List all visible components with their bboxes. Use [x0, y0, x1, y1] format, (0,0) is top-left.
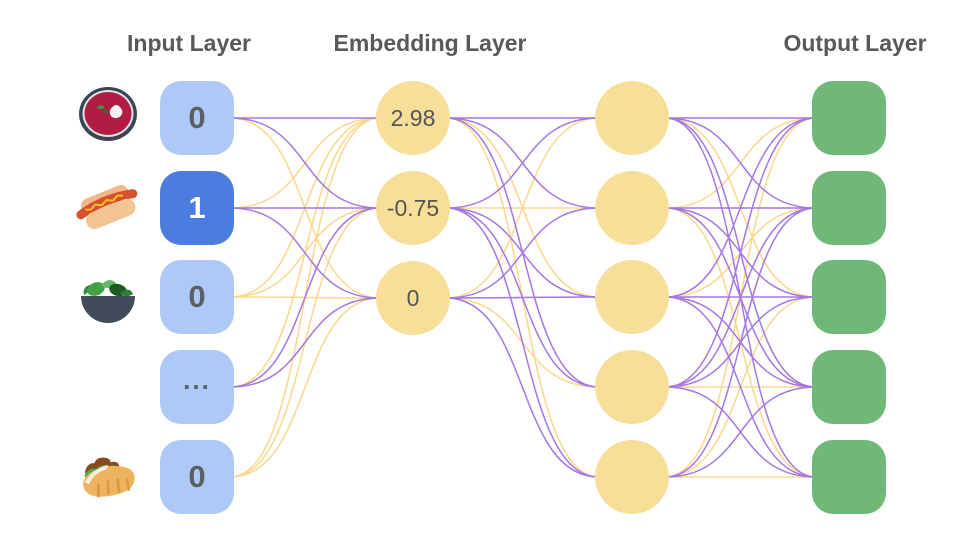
output-node-4: [812, 350, 886, 424]
hidden-node-4: [595, 350, 669, 424]
pita-icon: [76, 444, 140, 508]
edge-purple: [229, 297, 381, 388]
edge-purple: [445, 297, 600, 478]
edge-purple: [229, 207, 381, 299]
hidden-node-3: [595, 260, 669, 334]
edge-purple: [445, 296, 600, 299]
edge-yellow: [445, 117, 600, 299]
edge-purple: [445, 207, 600, 478]
embedding-node-2: -0.75: [376, 171, 450, 245]
input-node-salad: 0: [160, 260, 234, 334]
output-node-5: [812, 440, 886, 514]
edge-purple: [664, 117, 817, 209]
hidden-node-2: [595, 171, 669, 245]
edge-purple: [664, 117, 817, 388]
edge-purple: [664, 117, 817, 298]
edge-yellow: [229, 297, 381, 478]
output-layer-title: Output Layer: [783, 30, 927, 56]
embedding-layer-title: Embedding Layer: [333, 30, 527, 56]
edge-purple: [664, 296, 817, 478]
input-node-pita: 0: [160, 440, 234, 514]
hidden-node-5: [595, 440, 669, 514]
edge-purple: [229, 207, 381, 388]
input-node-borscht: 0: [160, 81, 234, 155]
embedding-node-3: 0: [376, 261, 450, 335]
borscht-bowl-icon: [76, 82, 140, 146]
hot-dog-icon: [76, 175, 140, 239]
output-node-2: [812, 171, 886, 245]
input-layer-title: Input Layer: [127, 30, 251, 56]
edge-purple: [445, 117, 600, 209]
edge-purple: [445, 207, 600, 299]
hidden-node-1: [595, 81, 669, 155]
edge-purple: [664, 207, 817, 388]
input-node-hotdog: 1: [160, 171, 234, 245]
embedding-node-1: 2.98: [376, 81, 450, 155]
edge-purple: [664, 207, 817, 478]
salad-icon: [76, 264, 140, 328]
output-node-1: [812, 81, 886, 155]
edge-purple: [229, 117, 381, 209]
input-node-ellipsis: ...: [160, 350, 234, 424]
output-node-3: [812, 260, 886, 334]
edge-purple: [664, 386, 817, 478]
